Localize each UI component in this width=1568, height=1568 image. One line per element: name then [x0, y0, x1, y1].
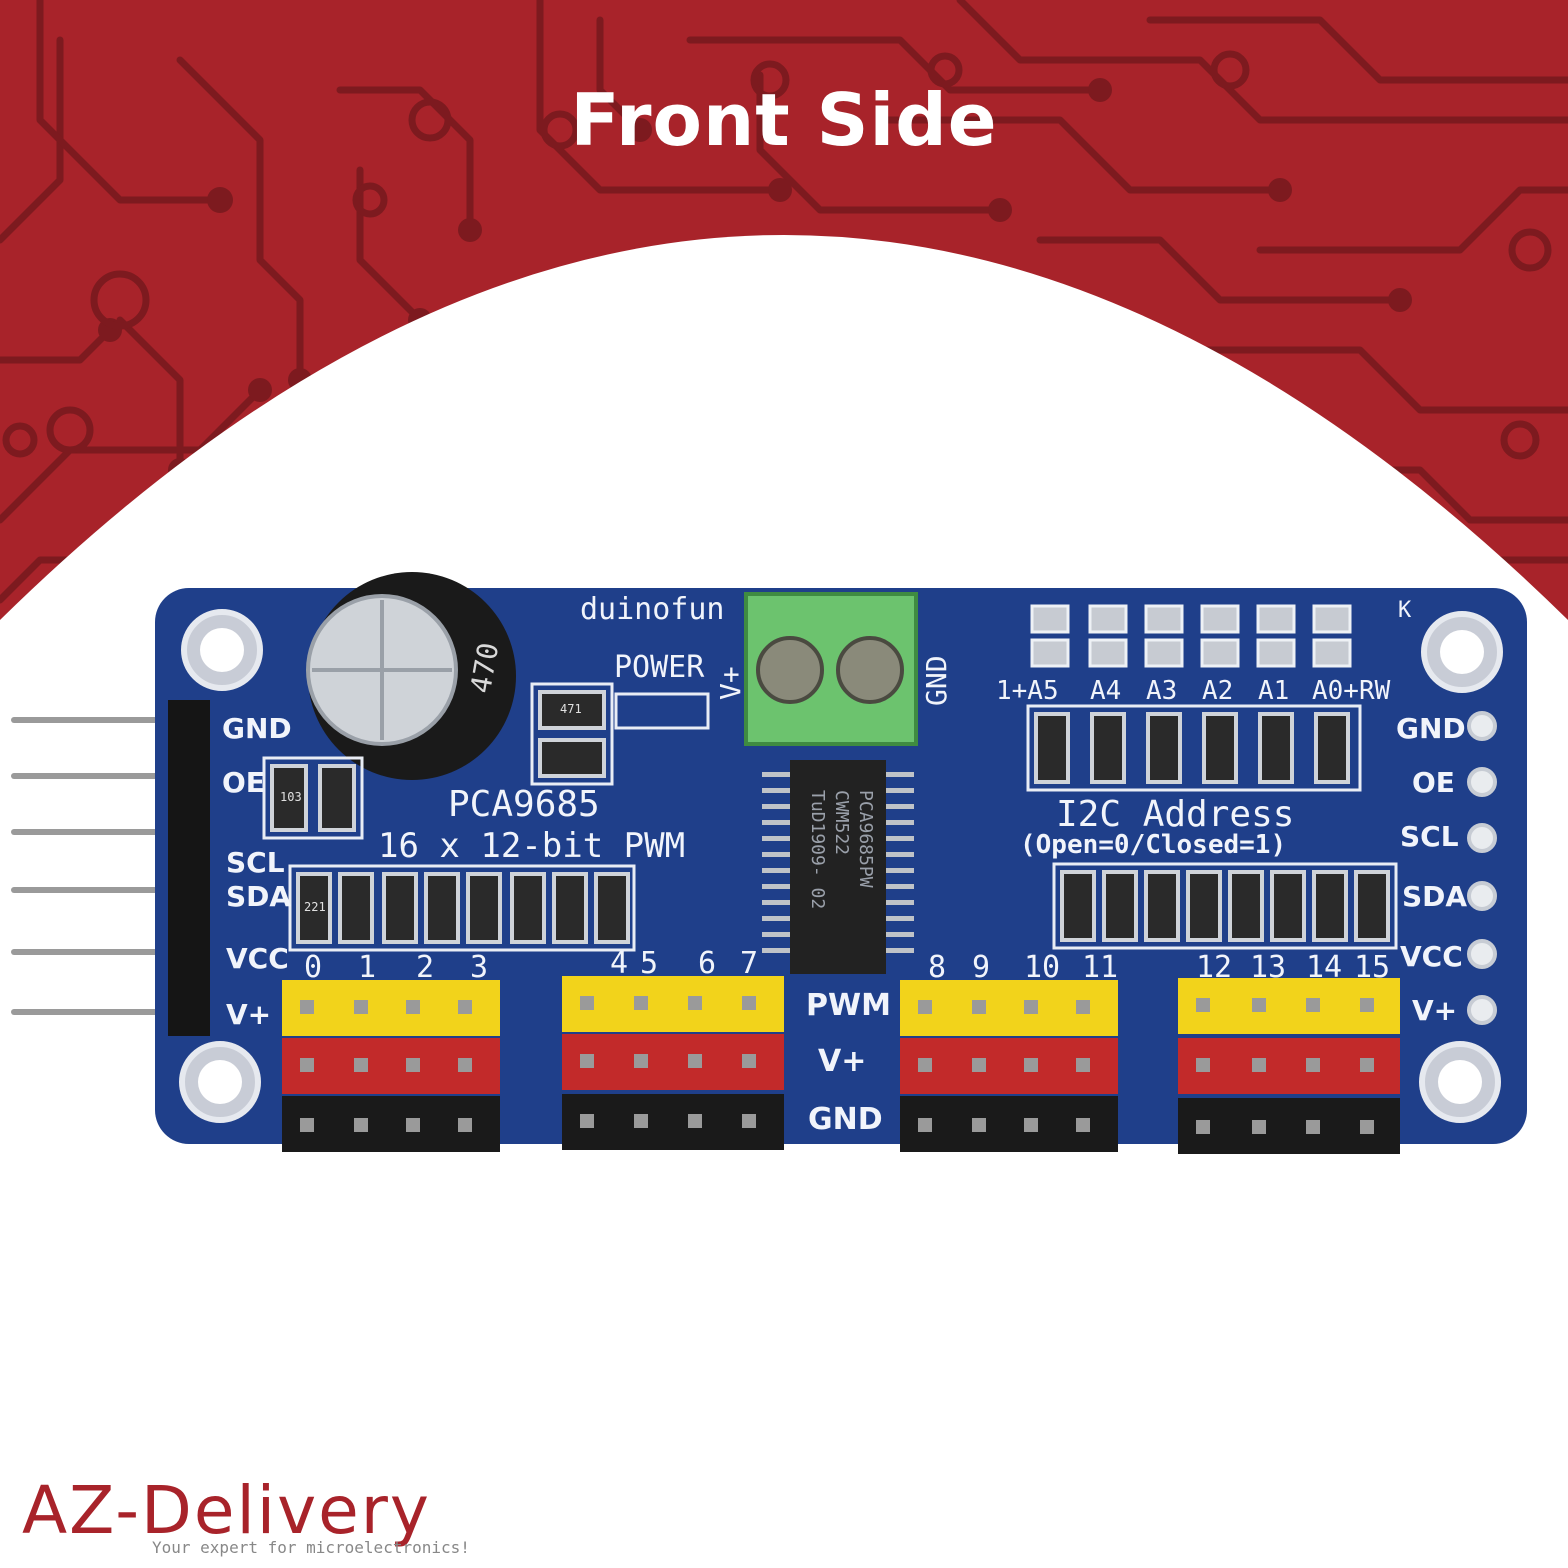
left-pin-oe: OE	[222, 766, 265, 799]
left-pin-vplus: V+	[226, 998, 272, 1031]
right-pin-vplus: V+	[1412, 994, 1458, 1027]
channel-2: 2	[416, 950, 435, 985]
channel-12: 12	[1196, 950, 1233, 985]
address-jumper-a1: A1	[1258, 676, 1290, 706]
row-label-gnd: GND	[808, 1102, 883, 1137]
right-pin-vcc: VCC	[1400, 940, 1463, 973]
chip-label: PCA9685	[448, 784, 600, 825]
channel-0: 0	[304, 950, 323, 985]
logo-tagline: Your expert for microelectronics!	[152, 1538, 470, 1557]
address-corner-label: K	[1398, 598, 1412, 623]
right-pin-sda: SDA	[1402, 880, 1468, 913]
left-pin-vcc: VCC	[226, 942, 289, 975]
row-label-vplus: V+	[818, 1044, 867, 1079]
channel-7: 7	[740, 946, 759, 981]
address-jumper-a4: A4	[1090, 676, 1122, 706]
right-pin-scl: SCL	[1400, 820, 1459, 853]
chip-marking-2: CWM522	[831, 790, 852, 856]
resistor-code-series: 221	[304, 900, 326, 914]
resistor-code-pullup: 103	[280, 790, 302, 804]
left-pin-scl: SCL	[226, 846, 285, 879]
row-label-pwm: PWM	[806, 988, 891, 1023]
terminal-gnd-label: GND	[920, 655, 953, 706]
left-pin-sda: SDA	[226, 880, 292, 913]
channel-4: 4	[610, 946, 629, 981]
channel-11: 11	[1082, 950, 1119, 985]
channel-13: 13	[1250, 950, 1287, 985]
logo-name: AZ-Delivery	[22, 1472, 431, 1549]
page-title: Front Side	[570, 78, 998, 162]
address-jumper-a2: A2	[1202, 676, 1234, 706]
i2c-subtitle: (Open=0/Closed=1)	[1020, 830, 1287, 860]
channel-3: 3	[470, 950, 489, 985]
az-delivery-logo: AZ-Delivery Your expert for microelectro…	[22, 1472, 542, 1560]
servo-headers	[282, 976, 1400, 1154]
resistor-code-led: 471	[560, 702, 582, 716]
brand-label: duinofun	[580, 592, 725, 627]
power-label: POWER	[614, 650, 705, 685]
terminal-plus-label: V+	[714, 666, 747, 700]
chip-marking-1: PCA9685PW	[855, 790, 876, 888]
address-jumper-a5: 1+A5	[996, 676, 1059, 706]
channel-10: 10	[1024, 950, 1061, 985]
channel-14: 14	[1306, 950, 1343, 985]
channel-6: 6	[698, 946, 717, 981]
left-pin-gnd: GND	[222, 712, 292, 745]
i2c-title: I2C Address	[1056, 794, 1295, 835]
right-pin-oe: OE	[1412, 766, 1455, 799]
channel-5: 5	[640, 946, 659, 981]
pwm-subtitle: 16 x 12-bit PWM	[378, 826, 686, 866]
chip-marking-3: TuD1909- 02	[807, 790, 828, 910]
pca9685-chip	[762, 760, 914, 974]
address-jumper-a0: A0+RW	[1312, 676, 1391, 706]
channel-8: 8	[928, 950, 947, 985]
address-jumper-a3: A3	[1146, 676, 1178, 706]
channel-15: 15	[1354, 950, 1391, 985]
channel-1: 1	[358, 950, 377, 985]
right-pin-gnd: GND	[1396, 712, 1466, 745]
channel-9: 9	[972, 950, 991, 985]
